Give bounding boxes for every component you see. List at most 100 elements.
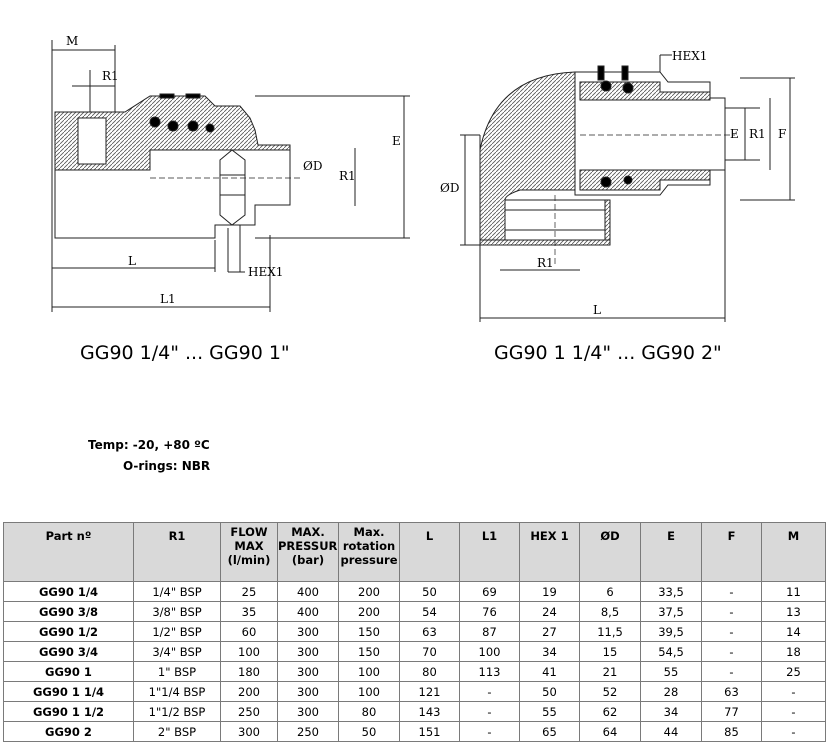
table-cell: 150: [338, 621, 400, 642]
table-cell: 35: [220, 601, 278, 622]
table-cell: -: [459, 701, 520, 722]
table-header-text: (bar): [291, 553, 325, 567]
table-cell: -: [701, 601, 762, 622]
table-header-cell: M: [761, 522, 826, 582]
table-cell: 15: [579, 641, 641, 662]
table-cell: 18: [761, 641, 826, 662]
dim-label-e-right: E: [730, 127, 739, 141]
table-cell: 85: [701, 721, 762, 742]
table-cell: 300: [277, 701, 339, 722]
table-cell: -: [459, 681, 520, 702]
table-cell: 21: [579, 661, 641, 682]
table-cell: 6: [579, 581, 641, 602]
technical-drawings: M R1 E ØD R1 L HEX1 L1: [51, 34, 795, 322]
table-cell: 1" BSP: [133, 661, 221, 682]
table-cell: 3/8" BSP: [133, 601, 221, 622]
table-cell: 180: [220, 661, 278, 682]
table-cell: 41: [519, 661, 580, 682]
table-header-cell: HEX 1: [519, 522, 580, 582]
part-number-cell: GG90 1 1/2: [3, 701, 134, 722]
dim-label-od: ØD: [303, 159, 322, 173]
table-cell: 11: [761, 581, 826, 602]
table-cell: 150: [338, 641, 400, 662]
part-number-cell: GG90 1/2: [3, 621, 134, 642]
dim-label-f: F: [778, 127, 786, 141]
table-cell: 121: [399, 681, 460, 702]
table-header-text: L: [425, 529, 434, 543]
table-cell: -: [761, 681, 826, 702]
table-header-text: pressure: [340, 553, 398, 567]
table-cell: 2" BSP: [133, 721, 221, 742]
part-number-cell: GG90 3/8: [3, 601, 134, 622]
right-fitting-drawing: [460, 54, 795, 322]
table-header-text: rotation: [342, 539, 396, 553]
table-cell: 14: [761, 621, 826, 642]
table-cell: 63: [399, 621, 460, 642]
table-cell: 400: [277, 601, 339, 622]
table-header-cell: E: [640, 522, 702, 582]
table-header-text: FLOW: [230, 525, 268, 539]
part-number-cell: GG90 1 1/4: [3, 681, 134, 702]
table-cell: 80: [338, 701, 400, 722]
part-number-cell: GG90 3/4: [3, 641, 134, 662]
table-cell: 200: [338, 601, 400, 622]
table-cell: 100: [459, 641, 520, 662]
table-cell: 250: [277, 721, 339, 742]
table-cell: 50: [338, 721, 400, 742]
dim-label-l1: L1: [160, 292, 176, 306]
table-cell: 143: [399, 701, 460, 722]
table-header-text: HEX 1: [530, 529, 569, 543]
table-cell: 55: [519, 701, 580, 722]
table-cell: 80: [399, 661, 460, 682]
table-cell: 27: [519, 621, 580, 642]
table-cell: 300: [220, 721, 278, 742]
table-cell: 300: [277, 661, 339, 682]
table-header-cell: MAX.PRESSURE(bar): [277, 522, 339, 582]
specifications-table: Part nºR1FLOWMAX(l/min)MAX.PRESSURE(bar)…: [3, 522, 826, 742]
table-cell: 200: [338, 581, 400, 602]
table-cell: 400: [277, 581, 339, 602]
table-cell: 300: [277, 621, 339, 642]
table-cell: 34: [519, 641, 580, 662]
dim-label-l: L: [128, 254, 136, 268]
table-cell: 300: [277, 681, 339, 702]
table-cell: -: [701, 661, 762, 682]
table-cell: 44: [640, 721, 702, 742]
dim-label-r1-side: R1: [339, 169, 356, 183]
table-header-text: MAX: [234, 539, 264, 553]
table-cell: 200: [220, 681, 278, 702]
table-cell: 39,5: [640, 621, 702, 642]
table-header-cell: L1: [459, 522, 520, 582]
orings-spec: O-rings: NBR: [123, 459, 211, 473]
dim-label-r1-top: R1: [102, 69, 119, 83]
left-fitting-drawing: [51, 40, 410, 312]
table-cell: 250: [220, 701, 278, 722]
dim-label-e: E: [392, 134, 401, 148]
table-cell: 3/4" BSP: [133, 641, 221, 662]
table-cell: -: [701, 641, 762, 662]
dim-label-hex-right: HEX1: [672, 49, 707, 63]
dim-label-r1-right: R1: [749, 127, 766, 141]
table-cell: 52: [579, 681, 641, 702]
table-cell: -: [701, 621, 762, 642]
table-header-cell: F: [701, 522, 762, 582]
table-cell: 13: [761, 601, 826, 622]
table-header-cell: L: [399, 522, 460, 582]
table-cell: 62: [579, 701, 641, 722]
table-cell: 69: [459, 581, 520, 602]
table-header-cell: ØD: [579, 522, 641, 582]
table-header-cell: R1: [133, 522, 221, 582]
table-cell: 100: [338, 681, 400, 702]
table-cell: 70: [399, 641, 460, 662]
table-cell: 60: [220, 621, 278, 642]
table-cell: 1"1/2 BSP: [133, 701, 221, 722]
table-cell: 100: [338, 661, 400, 682]
table-cell: 300: [277, 641, 339, 662]
